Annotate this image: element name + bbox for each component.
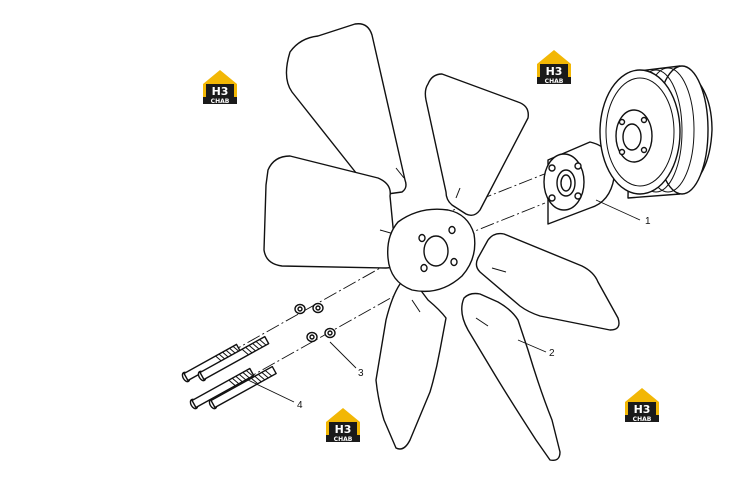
svg-text:H3: H3 [546, 65, 563, 78]
svg-text:CHAB: CHAB [211, 98, 230, 105]
callout-1: 1 [645, 216, 651, 227]
fan-blade [424, 73, 529, 217]
watermark-logo: H3 CHAB [203, 70, 237, 105]
svg-text:CHAB: CHAB [633, 416, 652, 423]
svg-text:CHAB: CHAB [334, 436, 353, 443]
watermark-logo: H3 CHAB [326, 408, 360, 443]
watermark-logo: H3 CHAB [625, 388, 659, 423]
watermark-logo: H3 CHAB [537, 50, 571, 85]
svg-text:CHAB: CHAB [545, 78, 564, 85]
callout-4: 4 [297, 400, 303, 411]
lock-washers [294, 302, 336, 343]
fan-blade [461, 292, 561, 462]
svg-text:H3: H3 [212, 85, 229, 98]
leader-lines [247, 199, 641, 403]
mounting-bolts [181, 335, 277, 410]
fan-blade [475, 232, 620, 331]
svg-text:H3: H3 [634, 403, 651, 416]
svg-text:H3: H3 [335, 423, 352, 436]
fan-blade-assembly [263, 23, 620, 462]
fan-blade [285, 23, 407, 196]
hub-center-hole [423, 235, 449, 267]
drive-pulley [599, 65, 713, 199]
fan-blade [375, 280, 447, 450]
callout-2: 2 [549, 348, 555, 359]
callout-3: 3 [358, 368, 364, 379]
